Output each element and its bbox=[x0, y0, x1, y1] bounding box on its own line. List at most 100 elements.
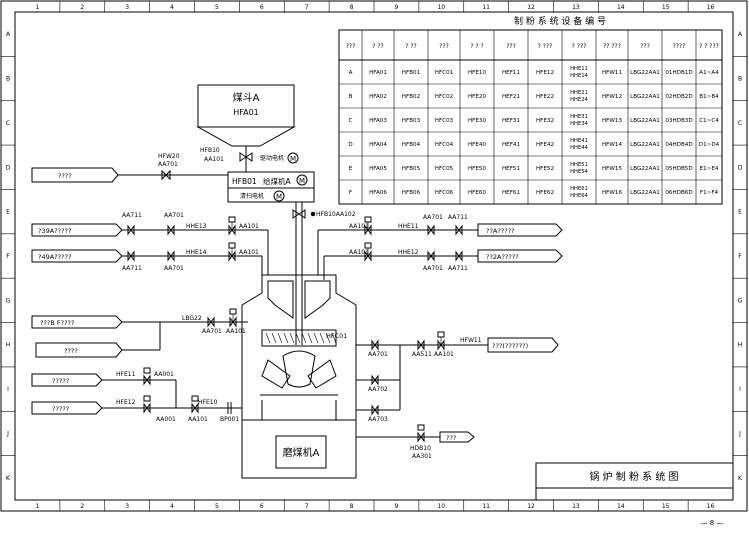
row-label-left: F bbox=[6, 253, 10, 260]
table-cell: HEF61 bbox=[502, 190, 521, 196]
blade-mark bbox=[271, 332, 277, 344]
table-cell: HFE32 bbox=[536, 118, 554, 124]
table-header-cell: ???? bbox=[673, 43, 686, 50]
col-label-bottom: 4 bbox=[170, 503, 174, 510]
table-cell: LBG22AA1 bbox=[630, 166, 660, 172]
table-cell: HFC01 bbox=[435, 70, 454, 76]
tag-aa701-lbg: AA701 bbox=[202, 328, 222, 335]
feeder-motor-icon: M bbox=[296, 174, 308, 186]
table-cell: HFC05 bbox=[435, 166, 454, 172]
cleaning-section bbox=[227, 187, 315, 203]
drawing-title: 锅 炉 制 粉 系 统 图 bbox=[589, 470, 678, 483]
row-label-left: B bbox=[6, 76, 10, 83]
col-label-top: 12 bbox=[527, 4, 535, 11]
tag-aa511: AA511 bbox=[412, 351, 432, 358]
drive-motor-icon: M bbox=[287, 152, 299, 164]
col-label-bottom: 3 bbox=[125, 503, 129, 510]
coal-mill: 磨煤机A bbox=[241, 274, 357, 479]
aa301-valve-icon bbox=[417, 424, 425, 443]
table-header-cell: ? ??? bbox=[572, 43, 587, 50]
row-label-right: F bbox=[738, 253, 742, 260]
tag-aa702: AA702 bbox=[368, 386, 388, 393]
table-cell: HHE34 bbox=[570, 121, 588, 127]
svg-text:M: M bbox=[276, 193, 282, 201]
col-label-bottom: 2 bbox=[80, 503, 84, 510]
feeder-code: HFB01 bbox=[232, 177, 257, 186]
col-label-top: 6 bbox=[260, 4, 264, 11]
page-number: — 8 — bbox=[701, 519, 724, 527]
table-cell: HFC04 bbox=[435, 142, 454, 148]
aa001-b-damper-icon bbox=[143, 395, 151, 414]
mill-name: 磨煤机A bbox=[283, 446, 320, 459]
tag-aa711-r2: AA711 bbox=[448, 265, 468, 272]
table-cell: HHE64 bbox=[570, 193, 588, 199]
table-cell: 01HDB1D bbox=[665, 70, 692, 76]
roller-left bbox=[261, 359, 291, 389]
table-cell: HHE41 bbox=[570, 138, 588, 144]
table-cell: HFE50 bbox=[468, 166, 487, 172]
tag-hfe11: HFE11 bbox=[116, 371, 136, 378]
table-header-cell: ? ??? bbox=[538, 43, 553, 50]
tag-aa101-r2: AA101 bbox=[349, 249, 369, 256]
box-right-2 bbox=[477, 249, 563, 263]
table-cell: HFE12 bbox=[536, 70, 554, 76]
col-label-top: 2 bbox=[80, 4, 84, 11]
aa701-r2-valve-icon bbox=[427, 250, 435, 262]
table-cell: HHE44 bbox=[570, 145, 588, 151]
table-cell: HFB01 bbox=[402, 70, 421, 76]
hopper-cone bbox=[196, 126, 296, 147]
table-cell: 02HDB2D bbox=[665, 94, 692, 100]
col-label-top: 8 bbox=[350, 4, 354, 11]
table-cell: HHE54 bbox=[570, 169, 588, 175]
aa511-valve-icon bbox=[417, 339, 425, 351]
hfw20-valve-icon bbox=[161, 169, 171, 181]
box-left-4 bbox=[31, 315, 123, 329]
table-cell: HFE22 bbox=[536, 94, 554, 100]
tag-aa701-l1: AA701 bbox=[164, 212, 184, 219]
aa711-l1-valve-icon bbox=[127, 224, 135, 236]
table-cell: HEF41 bbox=[502, 142, 521, 148]
table-header-cell: ? ? ? bbox=[470, 43, 483, 50]
hopper-gate-valve-icon bbox=[239, 152, 253, 162]
table-cell: HFA05 bbox=[369, 166, 387, 172]
col-label-bottom: 5 bbox=[215, 503, 219, 510]
box-right-4-label: ??? bbox=[446, 434, 456, 442]
tag-aa301: AA301 bbox=[412, 453, 432, 460]
table-cell: 04HDB4D bbox=[665, 142, 692, 148]
aa711-r1-valve-icon bbox=[455, 224, 463, 236]
col-label-bottom: 6 bbox=[260, 503, 264, 510]
col-label-bottom: 9 bbox=[395, 503, 399, 510]
table-cell: HFW14 bbox=[602, 142, 623, 148]
tag-hdb10: HDB10 bbox=[410, 445, 431, 452]
table-cell: HFB06 bbox=[402, 190, 421, 196]
box-left-4-label: ???B F???? bbox=[40, 319, 74, 327]
row-label-left: G bbox=[6, 297, 11, 304]
tag-hfw20: HFW20 bbox=[158, 153, 180, 160]
table-cell: C bbox=[349, 118, 353, 124]
title-block bbox=[535, 462, 734, 501]
bp001-orifice-icon bbox=[227, 402, 232, 414]
blade-mark bbox=[295, 332, 301, 344]
col-label-top: 15 bbox=[662, 4, 670, 11]
col-label-top: 5 bbox=[215, 4, 219, 11]
table-cell: HFE52 bbox=[536, 166, 554, 172]
col-label-top: 3 bbox=[125, 4, 129, 11]
cleaning-motor-label: 清扫电机 bbox=[240, 192, 264, 200]
col-label-top: 11 bbox=[482, 4, 490, 11]
table-cell: HFE60 bbox=[468, 190, 487, 196]
row-label-right: I bbox=[739, 386, 741, 393]
tag-hfc01: HFC01 bbox=[326, 332, 347, 340]
table-cell: HFA01 bbox=[369, 70, 387, 76]
tag-aa101-lbg: AA101 bbox=[226, 328, 246, 335]
table-cell: HFW12 bbox=[602, 94, 622, 100]
aa701-lbg-valve-icon bbox=[207, 316, 215, 328]
box-left-7-label: ????? bbox=[52, 405, 69, 413]
table-cell: HFA04 bbox=[369, 142, 387, 148]
table-cell: HFA06 bbox=[369, 190, 387, 196]
table-cell: HHE31 bbox=[570, 114, 588, 120]
hopper-name: 煤斗A bbox=[233, 91, 260, 104]
table-cell: HEF21 bbox=[502, 94, 521, 100]
table-cell: HFB04 bbox=[402, 142, 421, 148]
tag-hhe14: HHE14 bbox=[186, 249, 207, 256]
aa702-valve-icon bbox=[371, 374, 379, 386]
